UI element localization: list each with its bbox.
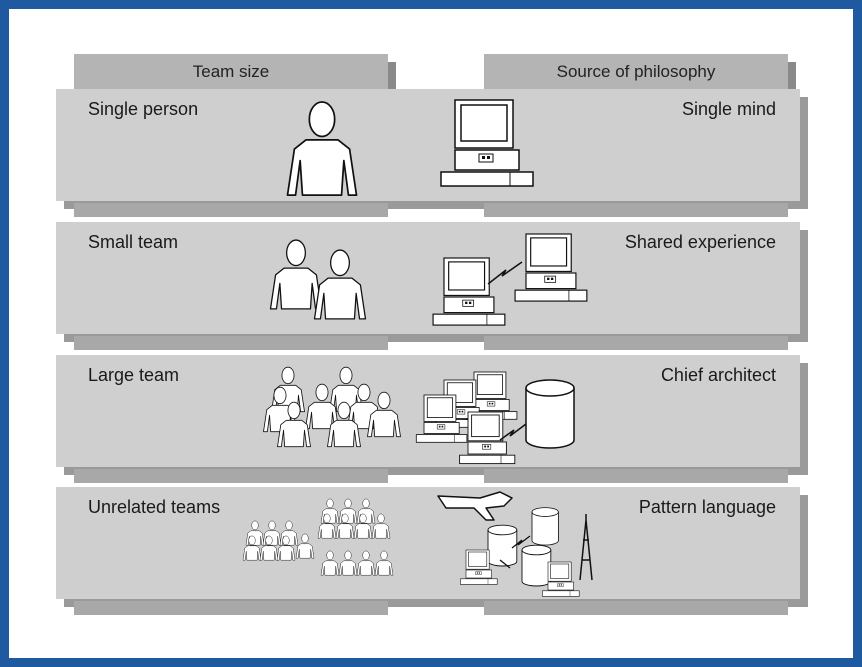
header-team-size: Team size [74,54,388,90]
row-small-team: Small team Shared experience [56,222,800,334]
band-connector [74,203,388,217]
header-team-size-label: Team size [192,62,270,81]
band-connector [74,336,388,350]
source-label: Pattern language [638,497,776,517]
source-label: Shared experience [624,232,776,252]
band-connector [484,203,788,217]
team-size-label: Large team [88,365,180,385]
computers-with-database-icon [415,371,575,465]
band-connector [484,469,788,483]
band-connector [74,469,388,483]
computer-icon [440,99,534,187]
row-large-team: Large team Chief architect [56,355,800,467]
band-connector [484,336,788,350]
row-single-person: Single person Single mind [56,89,800,201]
source-label: Chief architect [660,365,776,385]
source-label: Single mind [681,99,776,119]
many-teams-icon [242,498,394,576]
team-size-label: Single person [88,99,199,119]
header-source-label: Source of philosophy [556,62,716,81]
team-size-label: Small team [88,232,179,252]
header-source-of-philosophy: Source of philosophy [484,54,788,90]
distributed-systems-icon [437,491,593,597]
person-icon [286,101,358,196]
band-connector [484,601,788,615]
band-connector [74,601,388,615]
team-size-label: Unrelated teams [88,497,221,517]
networked-computers-icon [432,233,588,326]
large-team-icon [263,366,401,448]
radio-tower-icon [579,514,593,581]
people-group-icon [269,239,367,320]
row-unrelated-teams: Unrelated teams Pattern language [56,487,800,599]
